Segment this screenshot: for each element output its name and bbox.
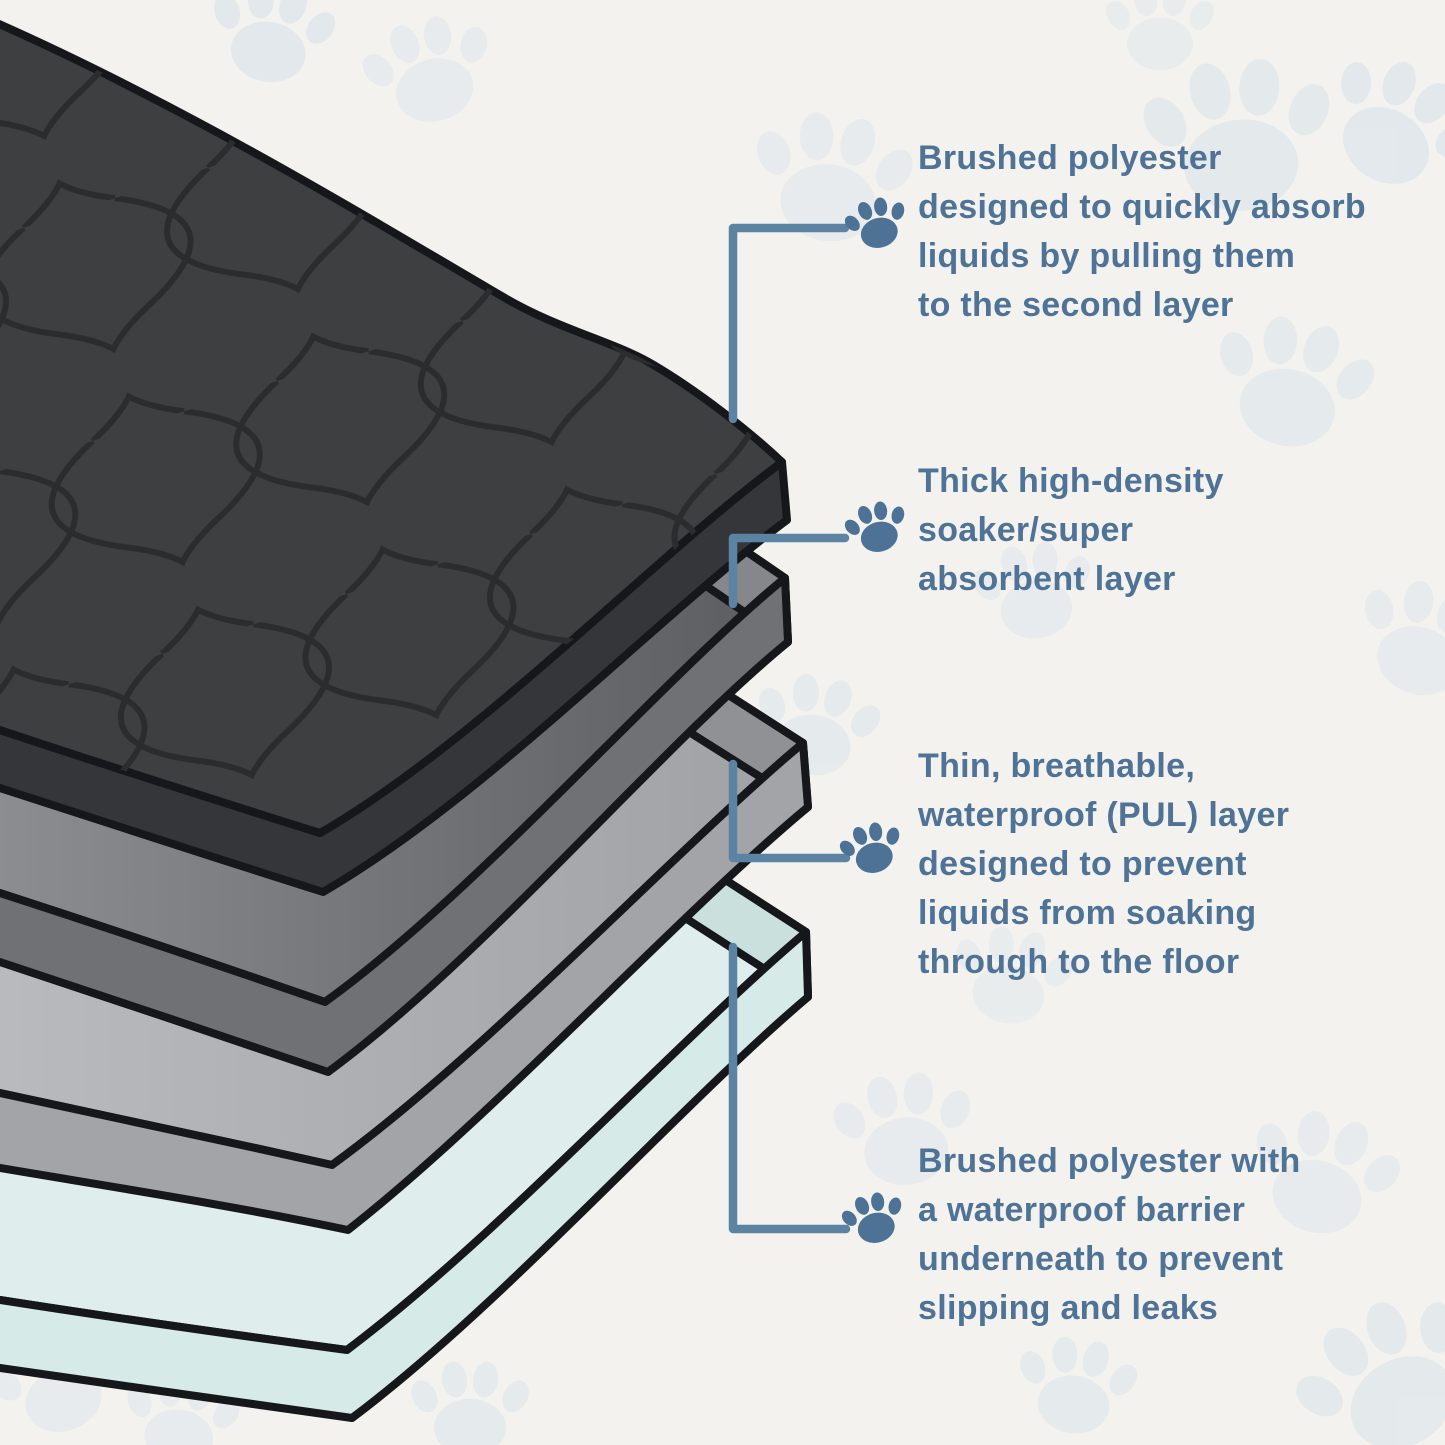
annotation-layer-4: Brushed polyester with a waterproof barr…: [918, 1137, 1445, 1333]
annotation-text-line: Brushed polyester: [918, 139, 1222, 177]
annotation-text-line: Brushed polyester with: [918, 1142, 1301, 1180]
connector-line-1: [728, 223, 850, 424]
annotation-layer-1: Brushed polyester designed to quickly ab…: [918, 134, 1445, 330]
annotation-layer-3: Thin, breathable, waterproof (PUL) layer…: [918, 742, 1445, 987]
annotation-text-line: Thin, breathable,: [918, 747, 1196, 785]
annotation-text-line: slipping and leaks: [918, 1289, 1219, 1327]
annotation-text-line: Thick high-density: [918, 462, 1224, 500]
annotation-text-line: designed to quickly absorb: [918, 188, 1366, 226]
layer-4-front-face: [0, 928, 812, 1422]
annotation-text-line: absorbent layer: [918, 560, 1176, 598]
layer-2-front-face: [0, 574, 792, 1076]
annotation-text-line: soaker/super: [918, 511, 1134, 549]
layer-3-front-face: [0, 739, 812, 1234]
layer-1-quilt-pattern: [0, 24, 782, 833]
connector-line-3: [728, 759, 851, 863]
annotation-text-line: a waterproof barrier: [918, 1191, 1246, 1229]
annotation-text-line: designed to prevent: [918, 845, 1247, 883]
connector-line-2: [728, 533, 850, 609]
annotation-text-line: liquids from soaking: [918, 894, 1257, 932]
callout-connectors: [728, 223, 851, 1234]
annotation-text-line: waterproof (PUL) layer: [918, 796, 1290, 834]
annotation-layer-2: Thick high-density soaker/super absorben…: [918, 457, 1445, 604]
annotation-text-line: to the second layer: [918, 286, 1234, 324]
layer-1-quilted-top: [0, 20, 791, 896]
connector-line-4: [728, 942, 851, 1234]
annotation-text-line: liquids by pulling them: [918, 237, 1296, 275]
annotation-text-line: underneath to prevent: [918, 1240, 1284, 1278]
annotation-text-line: through to the floor: [918, 943, 1240, 981]
